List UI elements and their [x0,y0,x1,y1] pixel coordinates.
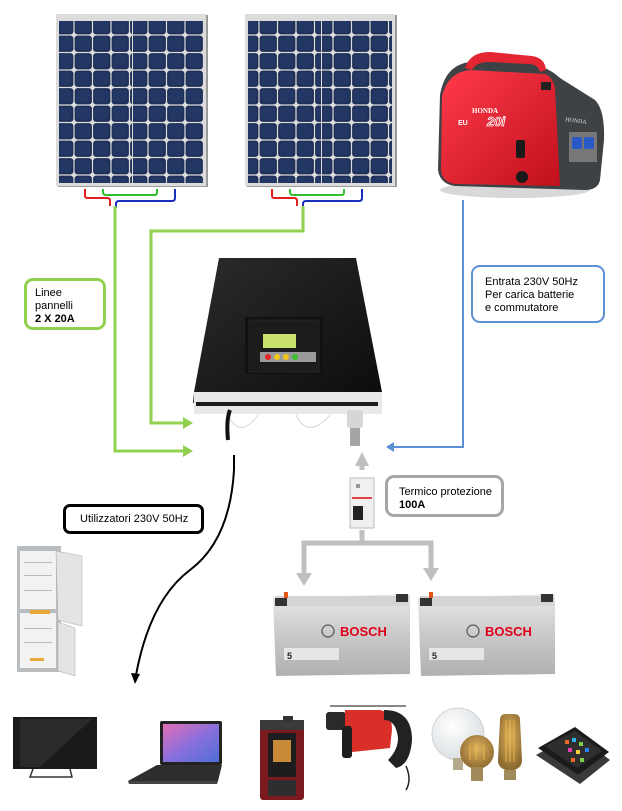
generator-model: 20i [486,114,505,129]
battery-2-model: 5 [432,651,437,661]
generator-input-label-line2: Per carica batterie [485,289,575,301]
battery-1-model: 5 [287,651,292,661]
panels-label-line2: pannelli [35,300,73,312]
battery-2: BOSCH 5 [418,592,555,676]
generator-prefix: EU [458,120,468,127]
breaker-label-rating: 100A [399,499,426,511]
generator: HONDA EU 20i HONDA [438,52,605,198]
solar-panel-2 [245,14,397,187]
panels-label-box: Linee pannelli 2 X 20A [24,278,106,330]
load-line [135,455,235,676]
panel-line-1-arrowhead [183,445,193,457]
panels-label-line1: Linee [35,287,62,299]
load-line-arrowhead [131,673,140,684]
fridge [17,546,83,677]
drill [326,705,412,791]
battery-2-brand: BOSCH [485,624,532,639]
battery-line-left-arrowhead [296,573,312,586]
loads-label-box: Utilizzatori 230V 50Hz [63,504,204,534]
generator-input-arrowhead [386,442,394,452]
battery-line-right-arrowhead [423,568,439,581]
panels-label-rating: 2 X 20A [35,313,75,325]
generator-brand: HONDA [472,107,498,115]
bulbs [431,707,522,781]
breaker-label-line1: Termico protezione [399,486,492,498]
generator-input-label-line3: e commutatore [485,302,559,314]
battery-1: BOSCH 5 [273,592,410,676]
loads-label-line1: Utilizzatori 230V 50Hz [80,513,189,525]
panel-line-1 [113,206,183,453]
generator-side-brand: HONDA [565,117,588,126]
panel-1-wires [84,189,176,208]
panel-line-2-arrowhead [183,417,193,429]
tv [13,717,97,778]
battery-line-up-arrowhead [355,452,369,466]
generator-input-line [394,200,464,448]
panel-line-2 [149,206,305,425]
pellet-stove [260,716,304,800]
solar-panel-1 [56,14,208,187]
generator-input-label-line1: Entrata 230V 50Hz [485,276,578,288]
breaker-label-box: Termico protezione 100A [385,475,504,517]
inverter [193,258,382,446]
generator-input-label-box: Entrata 230V 50Hz Per carica batterie e … [471,265,605,323]
smartphones [536,727,610,784]
battery-1-brand: BOSCH [340,624,387,639]
breaker [349,477,375,529]
panel-2-wires [271,189,363,208]
laptop [128,721,222,784]
